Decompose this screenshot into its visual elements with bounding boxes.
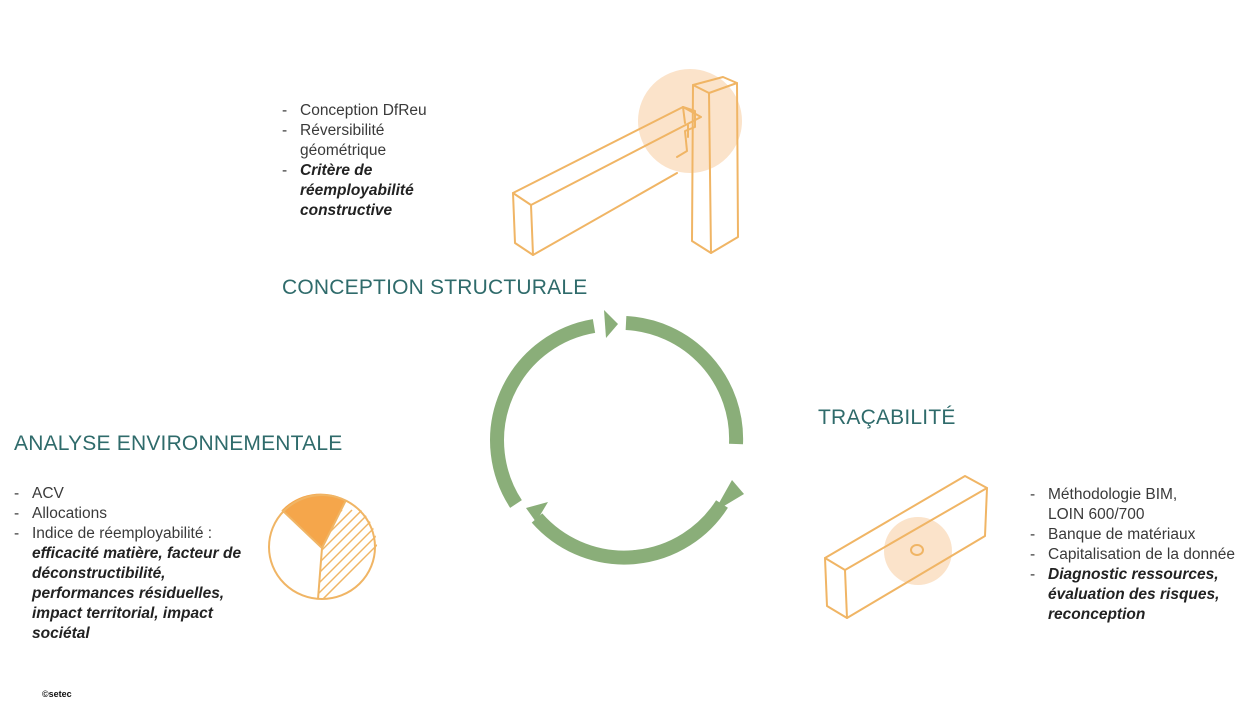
analyse-criteria: efficacité matière, facteur de déconstru… bbox=[32, 545, 242, 642]
tracabilite-item: Méthodologie BIM, LOIN 600/700 bbox=[1030, 485, 1198, 525]
analyse-item: Allocations bbox=[14, 504, 259, 524]
analyse-list: ACV Allocations Indice de réemployabilit… bbox=[14, 484, 259, 544]
tracabilite-item-key: Diagnostic ressources, évaluation des ri… bbox=[1030, 565, 1238, 625]
conception-item: Conception DfReu bbox=[282, 101, 472, 121]
copyright: ©setec bbox=[42, 689, 72, 699]
analyse-item: Indice de réemployabilité : bbox=[14, 524, 259, 544]
tracabilite-item: Capitalisation de la donnée bbox=[1030, 545, 1255, 565]
tracabilite-item: Banque de matériaux bbox=[1030, 525, 1255, 545]
timber-joint-sketch-icon bbox=[512, 69, 742, 256]
tracabilite-title: TRAÇABILITÉ bbox=[818, 406, 956, 429]
conception-title: CONCEPTION STRUCTURALE bbox=[282, 276, 588, 299]
conception-item: Réversibilité géométrique bbox=[282, 121, 410, 161]
pie-chart-sketch-icon bbox=[268, 493, 378, 600]
timber-beam-sketch-icon bbox=[824, 475, 988, 619]
circular-arrows-icon bbox=[490, 310, 744, 565]
analyse-title: ANALYSE ENVIRONNEMENTALE bbox=[14, 432, 343, 455]
conception-list: Conception DfReu Réversibilité géométriq… bbox=[282, 101, 472, 221]
analyse-item: ACV bbox=[14, 484, 259, 504]
tracabilite-list: Méthodologie BIM, LOIN 600/700 Banque de… bbox=[1030, 485, 1255, 625]
conception-item-key: Critère de réemployabilité constructive bbox=[282, 161, 450, 221]
